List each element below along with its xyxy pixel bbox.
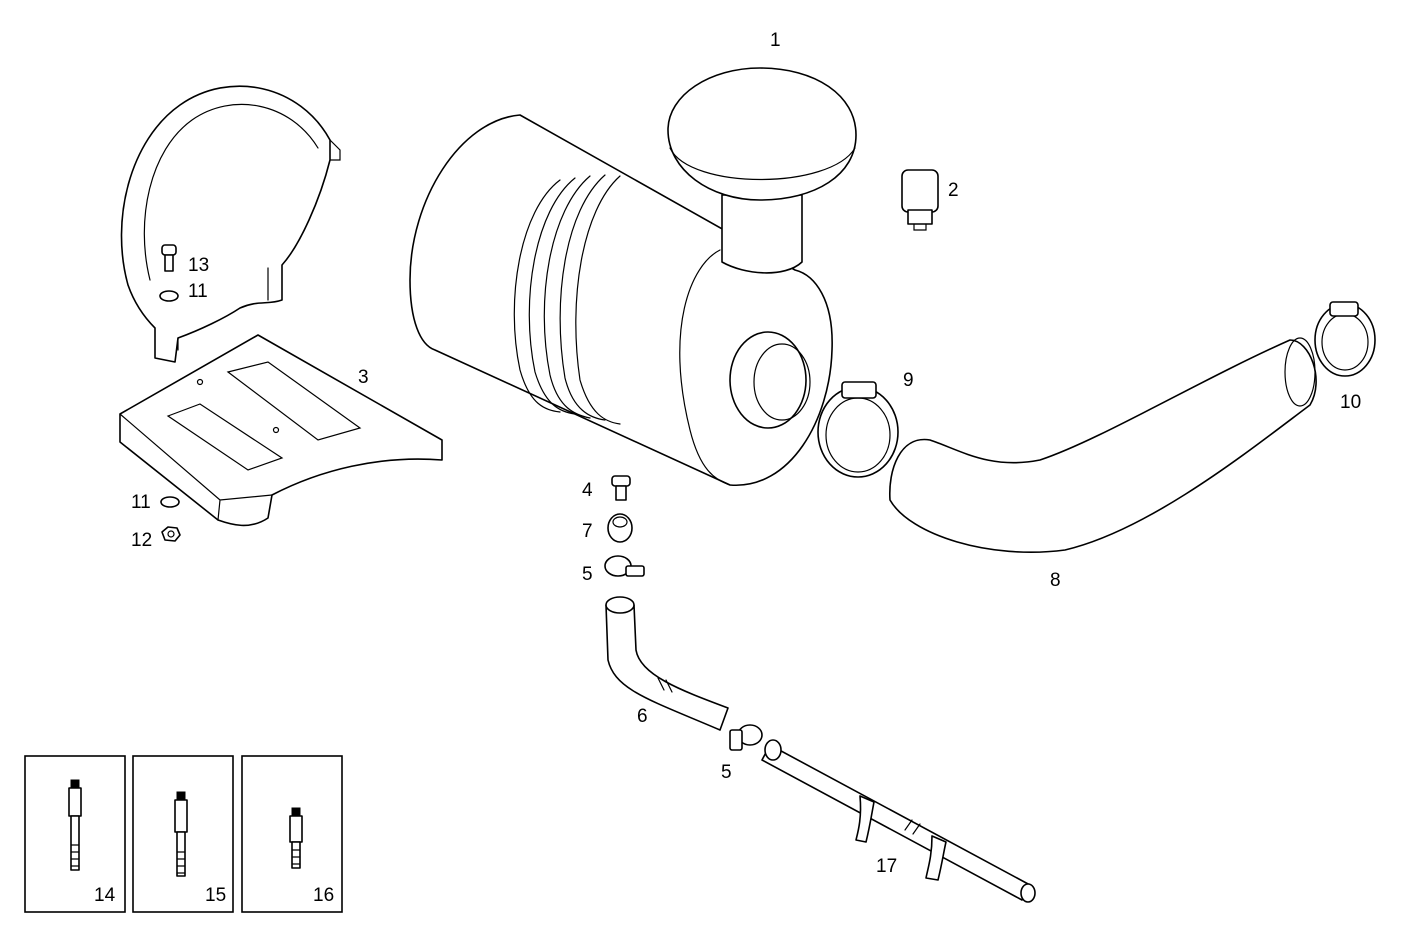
tube-17 — [761, 739, 1036, 903]
clamp-5-lower — [729, 724, 763, 751]
label-6: 6 — [637, 706, 648, 727]
intake-hose-8 — [889, 337, 1317, 553]
label-5-lower: 5 — [721, 762, 732, 783]
stud-15 — [174, 791, 188, 877]
washer-11-upper — [159, 290, 179, 302]
label-9: 9 — [903, 370, 914, 391]
clamp-5-upper — [604, 555, 645, 577]
label-2: 2 — [948, 180, 959, 201]
label-11-upper: 11 — [188, 281, 208, 302]
plug-4 — [611, 475, 631, 501]
label-1: 1 — [770, 30, 781, 51]
label-12: 12 — [131, 530, 152, 551]
label-10: 10 — [1340, 392, 1361, 413]
bolt-13 — [161, 244, 177, 272]
hose-clamp-10 — [1314, 301, 1376, 377]
label-15: 15 — [205, 885, 226, 906]
label-17: 17 — [876, 856, 897, 877]
label-13: 13 — [188, 255, 209, 276]
label-8: 8 — [1050, 570, 1061, 591]
nut-12 — [161, 526, 181, 542]
label-11-lower: 11 — [131, 492, 151, 513]
label-4: 4 — [582, 480, 593, 501]
mounting-bracket-plate — [119, 334, 443, 527]
label-3: 3 — [358, 367, 369, 388]
stud-16 — [289, 807, 303, 869]
label-5-upper: 5 — [582, 564, 593, 585]
hose-clamp-9 — [817, 381, 899, 478]
label-16: 16 — [313, 885, 334, 906]
fitting-7 — [607, 513, 633, 543]
vacuator-valve-2 — [901, 169, 939, 231]
label-7: 7 — [582, 521, 593, 542]
washer-11-lower — [160, 496, 180, 508]
filter-mounting-strap — [120, 85, 341, 363]
air-filter-housing — [409, 67, 857, 486]
stud-14 — [68, 779, 82, 871]
label-14: 14 — [94, 885, 116, 906]
drain-hose-6 — [605, 596, 729, 731]
